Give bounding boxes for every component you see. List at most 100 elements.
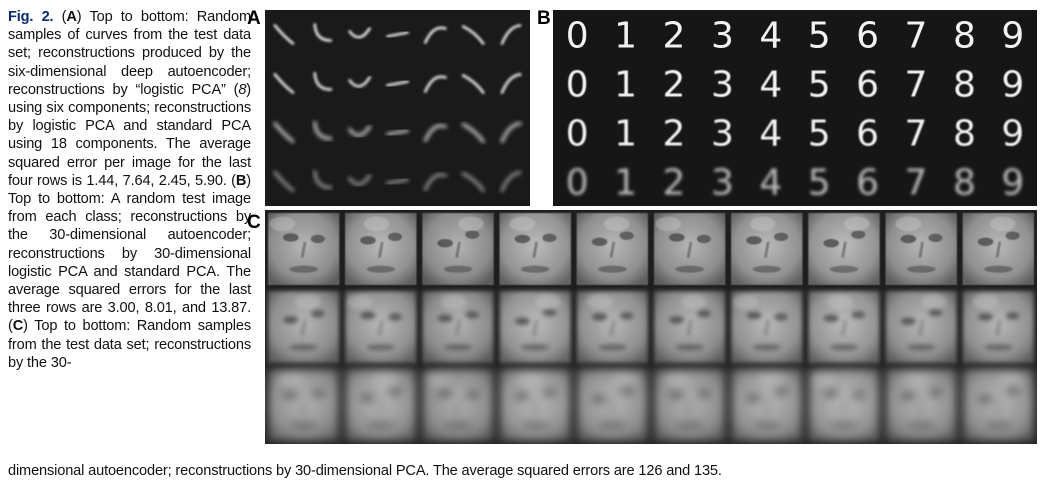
panel-c-faces [265, 210, 1037, 444]
curve-cell [386, 178, 409, 185]
digit-5: 5 [808, 114, 831, 155]
curve-cell [423, 173, 447, 191]
curve-cell [386, 80, 409, 87]
face-patch [268, 213, 340, 285]
caption-segment: ) Top to bottom: A random test image fro… [8, 172, 251, 335]
digit-3: 3 [711, 16, 734, 57]
digit-3: 3 [711, 163, 734, 204]
digit-7: 7 [905, 16, 928, 57]
face-patch [885, 213, 957, 285]
face-patch [576, 291, 648, 363]
caption-segment: ) Top to bottom: Random samples of curve… [8, 9, 251, 98]
face-patch [808, 213, 880, 285]
curve-cell [386, 129, 409, 136]
face-patch [808, 291, 880, 363]
digit-9: 9 [1001, 114, 1024, 155]
curve-cell [461, 25, 485, 45]
face-patch [885, 291, 957, 363]
face-patch [654, 213, 726, 285]
curve-cell [348, 76, 372, 88]
curve-cell [273, 122, 295, 143]
digit-3: 3 [711, 114, 734, 155]
caption-segment: ( [53, 9, 67, 25]
digit-0: 0 [566, 114, 589, 155]
digit-1: 1 [614, 163, 637, 204]
digit-9: 9 [1001, 163, 1024, 204]
curve-cell [273, 24, 295, 45]
digit-7: 7 [905, 114, 928, 155]
caption-segment: A [66, 9, 77, 25]
curve-cell [313, 23, 333, 42]
face-patch [576, 213, 648, 285]
curve-cell [461, 74, 485, 94]
curve-cell [273, 73, 295, 94]
digit-2: 2 [663, 114, 686, 155]
digit-8: 8 [953, 114, 976, 155]
caption-segment: ) using six components; reconstructions … [8, 81, 251, 189]
face-patch [268, 291, 340, 363]
digit-8: 8 [953, 65, 976, 106]
digit-1: 1 [614, 16, 637, 57]
digit-3: 3 [711, 65, 734, 106]
curve-cell [500, 171, 522, 192]
digit-5: 5 [808, 163, 831, 204]
curve-cell [273, 171, 295, 192]
digit-6: 6 [856, 16, 879, 57]
face-patch [962, 369, 1034, 441]
digit-5: 5 [808, 65, 831, 106]
digit-9: 9 [1001, 65, 1024, 106]
face-patch [422, 369, 494, 441]
curve-cell [313, 170, 333, 189]
digit-8: 8 [953, 16, 976, 57]
digit-0: 0 [566, 16, 589, 57]
digit-2: 2 [663, 163, 686, 204]
digit-6: 6 [856, 65, 879, 106]
digit-7: 7 [905, 65, 928, 106]
digit-2: 2 [663, 16, 686, 57]
face-patch [885, 369, 957, 441]
caption-body: (A) Top to bottom: Random samples of cur… [8, 9, 251, 371]
panel-a-label: A [247, 8, 261, 29]
digit-5: 5 [808, 16, 831, 57]
digit-6: 6 [856, 163, 879, 204]
caption-segment: B [235, 172, 247, 189]
face-patch [345, 369, 417, 441]
digit-1: 1 [614, 114, 637, 155]
curve-cell [500, 24, 522, 45]
face-patch [499, 213, 571, 285]
digit-4: 4 [759, 114, 782, 155]
face-patch [731, 369, 803, 441]
caption-segment: 8 [238, 81, 247, 98]
face-patch [345, 213, 417, 285]
face-patch [422, 213, 494, 285]
panel-c-label: C [247, 212, 261, 233]
face-patch [345, 291, 417, 363]
curve-cell [348, 174, 372, 186]
caption-segment: C [12, 318, 24, 335]
caption-segment: ) Top to bottom: Random samples from the… [8, 318, 251, 371]
curve-cell [313, 121, 333, 140]
face-patch [962, 213, 1034, 285]
digit-0: 0 [566, 163, 589, 204]
face-patch [731, 291, 803, 363]
curve-cell [423, 75, 447, 93]
curve-cell [461, 172, 485, 192]
face-patch [731, 213, 803, 285]
face-patch [654, 369, 726, 441]
face-patch [808, 369, 880, 441]
face-patch [499, 369, 571, 441]
digit-9: 9 [1001, 16, 1024, 57]
curve-cell [423, 124, 447, 142]
face-patch [422, 291, 494, 363]
digit-1: 1 [614, 65, 637, 106]
face-patch [499, 291, 571, 363]
digit-4: 4 [759, 16, 782, 57]
face-patch [962, 291, 1034, 363]
digit-8: 8 [953, 163, 976, 204]
face-patch [576, 369, 648, 441]
face-patch [654, 291, 726, 363]
panel-a-curve-grid [273, 23, 522, 192]
curve-cell [348, 125, 372, 137]
curve-cell [461, 123, 485, 143]
